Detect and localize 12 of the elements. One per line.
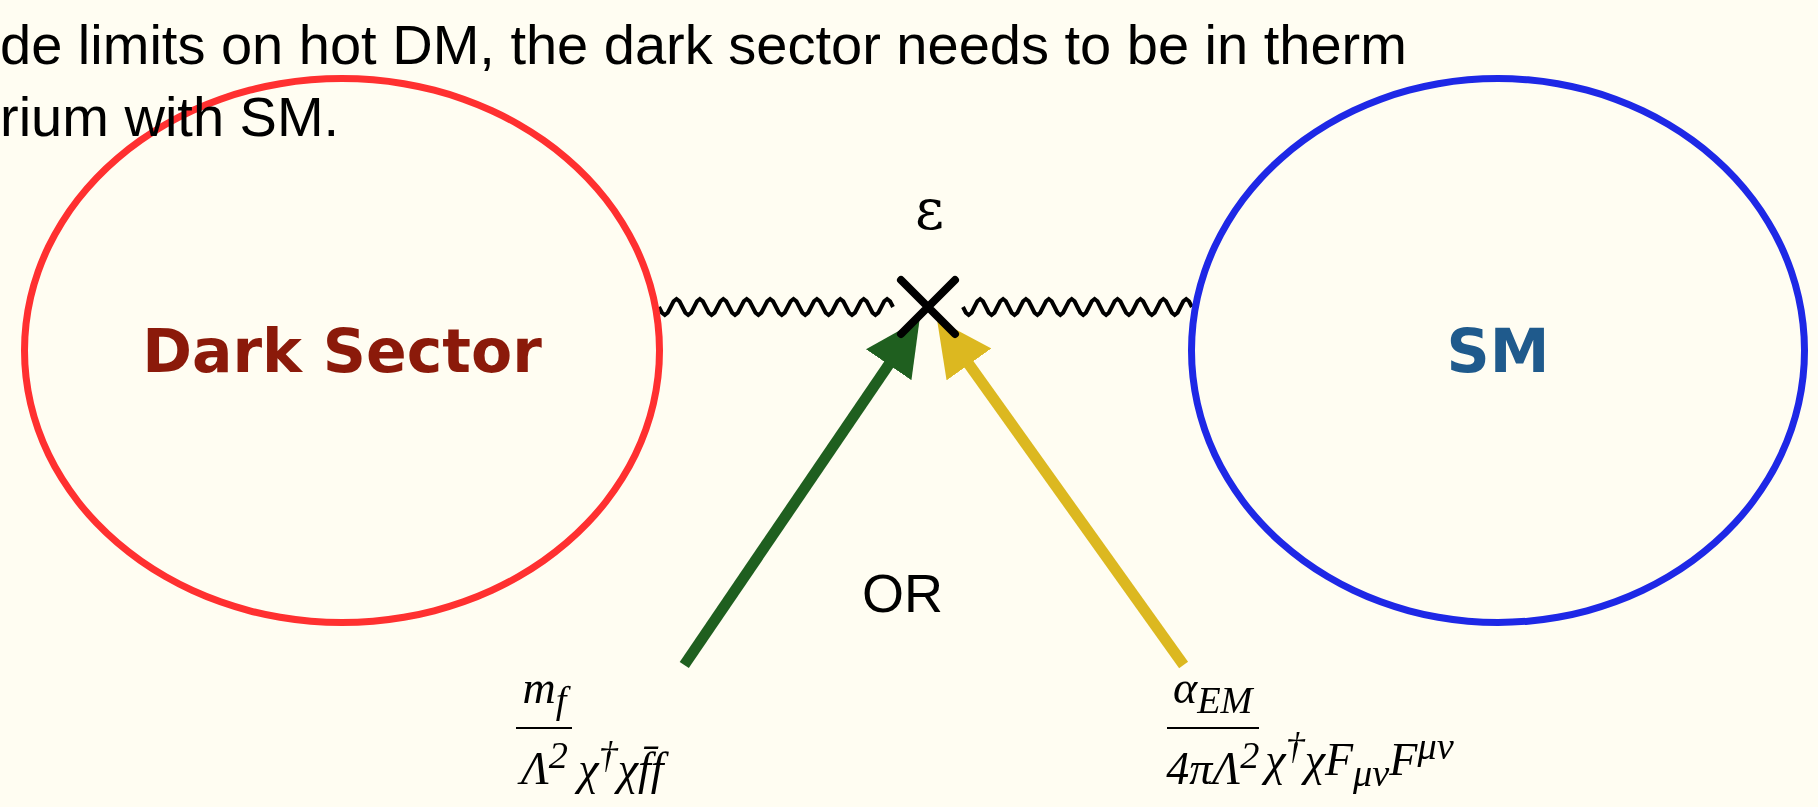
formula: α$_{EM}$ 4πΛ$^{2}$χ$^{†}$χF$_{μν}$F$^{μν}$ (1150, 665, 1470, 795)
wavy-line (961, 296, 1194, 318)
arrow (679, 319, 920, 669)
wavy-line (657, 296, 895, 318)
sector-label: SM (1446, 315, 1550, 386)
slide-text: de limits on hot DM, the dark sector needs to be in therm (0, 12, 1407, 77)
or-label: OR (862, 562, 943, 624)
formula: m$_{f}$ Λ$^{2}$ χ$^{†}$χf̄f (480, 665, 700, 795)
sm-circle (1188, 75, 1808, 626)
coupling-label: ε (915, 177, 944, 242)
sector-label: Dark Sector (142, 315, 542, 386)
arrow (937, 319, 1189, 669)
